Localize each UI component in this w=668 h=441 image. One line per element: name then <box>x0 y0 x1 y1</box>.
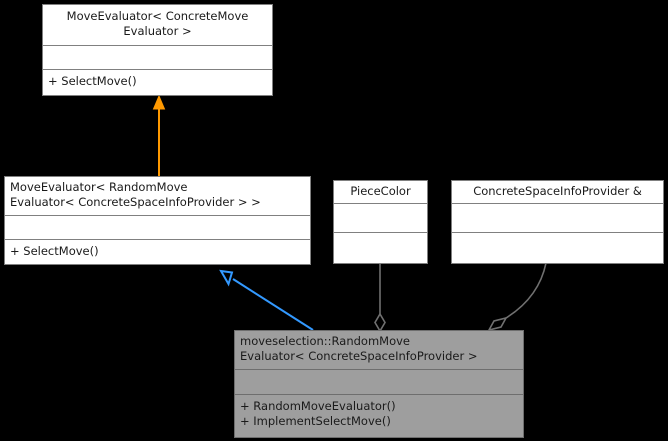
class-box-piece-color[interactable]: PieceColor <box>333 180 428 264</box>
class-attributes-move-evaluator-random <box>5 216 310 240</box>
class-attributes-random-move-evaluator <box>235 370 523 395</box>
class-box-move-evaluator-concrete[interactable]: MoveEvaluator< ConcreteMove Evaluator > … <box>42 4 273 96</box>
edge-aggregation-piece-color <box>374 263 386 333</box>
class-name-move-evaluator-random: MoveEvaluator< RandomMove Evaluator< Con… <box>5 177 310 216</box>
class-name-random-move-evaluator: moveselection::RandomMove Evaluator< Con… <box>235 331 523 370</box>
class-name-move-evaluator-concrete: MoveEvaluator< ConcreteMove Evaluator > <box>43 5 272 46</box>
class-operations-move-evaluator-concrete: + SelectMove() <box>48 74 137 88</box>
class-box-concrete-space-info-provider[interactable]: ConcreteSpaceInfoProvider & <box>451 180 664 264</box>
class-attributes-piece-color <box>334 204 427 233</box>
class-name-concrete-space-info-provider: ConcreteSpaceInfoProvider & <box>452 181 663 204</box>
edge-inheritance <box>219 269 314 331</box>
class-operations-concrete-space-info-provider <box>452 233 663 263</box>
class-operations-piece-color <box>334 233 427 263</box>
class-operations-move-evaluator-random: + SelectMove() <box>10 244 99 258</box>
class-box-move-evaluator-random[interactable]: MoveEvaluator< RandomMove Evaluator< Con… <box>4 176 311 265</box>
class-operations-random-move-evaluator: + RandomMoveEvaluator() + ImplementSelec… <box>240 399 396 428</box>
class-attributes-move-evaluator-concrete <box>43 46 272 70</box>
class-name-piece-color: PieceColor <box>334 181 427 204</box>
class-attributes-concrete-space-info-provider <box>452 204 663 233</box>
edge-aggregation-space-info-provider <box>487 262 547 332</box>
edge-template-binding <box>152 94 166 176</box>
class-box-random-move-evaluator[interactable]: moveselection::RandomMove Evaluator< Con… <box>234 330 524 438</box>
